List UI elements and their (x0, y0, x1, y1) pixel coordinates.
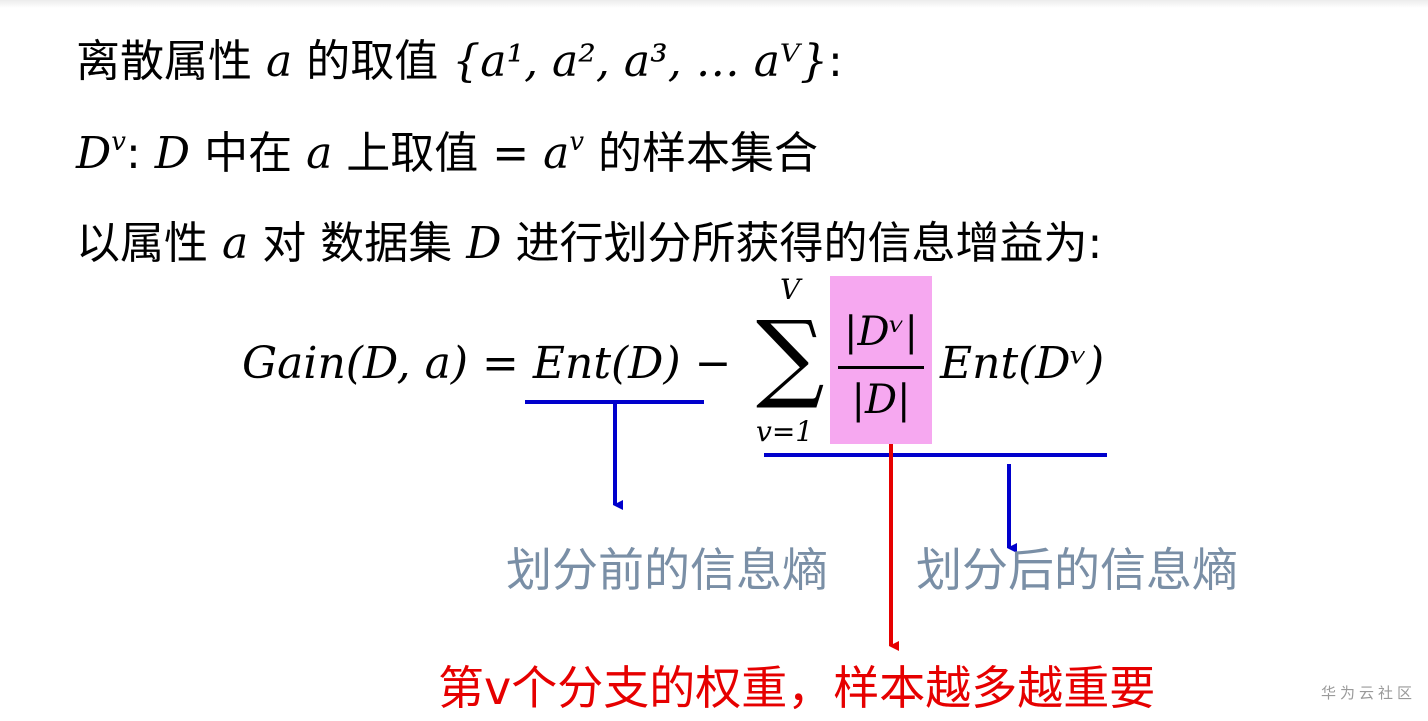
formula-rhs: Ent(Dᵛ) (940, 338, 1105, 389)
line2-t2: 上取值 = (332, 128, 544, 179)
line2-t3: 的样本集合 (584, 128, 819, 179)
line2-dv-sup: v (111, 127, 126, 157)
line3-t3: 进行划分所获得的信息增益为: (501, 218, 1103, 269)
formula-lhs: Gain(D, a) = Ent(D) − (242, 338, 732, 389)
label-entropy-before: 划分前的信息熵 (506, 543, 828, 597)
line-dv-definition: Dv: D 中在 a 上取值 = av 的样本集合 (76, 126, 818, 182)
line-info-gain-intro: 以属性 a 对 数据集 D 进行划分所获得的信息增益为: (76, 216, 1102, 272)
label-entropy-after: 划分后的信息熵 (916, 543, 1238, 597)
fraction-numerator: |Dᵛ| (844, 309, 918, 355)
line3-a: a (222, 218, 249, 269)
label-branch-weight: 第v个分支的权重，样本越多越重要 (438, 661, 1156, 715)
sum-symbol: ∑ (756, 300, 825, 412)
fraction-bar (838, 366, 924, 369)
sum-upper-limit: V (780, 273, 801, 306)
line3-t1: 以属性 (76, 218, 222, 269)
line-discrete-attribute: 离散属性 a 的取值 {a¹, a², a³, … aⱽ}: (76, 34, 843, 90)
line2-av: a (543, 128, 570, 179)
line3-d: D (466, 218, 502, 269)
line2-dv: D (76, 128, 112, 179)
line1-prefix: 离散属性 (76, 36, 266, 87)
line2-d: D (154, 128, 191, 179)
fraction-denominator: |D| (851, 377, 911, 423)
line1-colon: : (827, 36, 843, 87)
watermark: 华为云社区 (1320, 684, 1416, 702)
top-rule (0, 0, 1428, 8)
weight-highlight (830, 276, 932, 444)
line1-var-a: a (266, 36, 293, 87)
line1-middle: 的取值 (292, 36, 453, 87)
line1-value-set: {a¹, a², a³, … aⱽ} (452, 36, 828, 87)
line2-a: a (306, 128, 333, 179)
line2-av-sup: v (569, 127, 585, 157)
line2-t1: 中在 (190, 128, 307, 179)
line3-t2: 对 数据集 (248, 218, 467, 269)
sum-lower-limit: v=1 (756, 415, 814, 448)
line2-colon: : (125, 128, 155, 179)
